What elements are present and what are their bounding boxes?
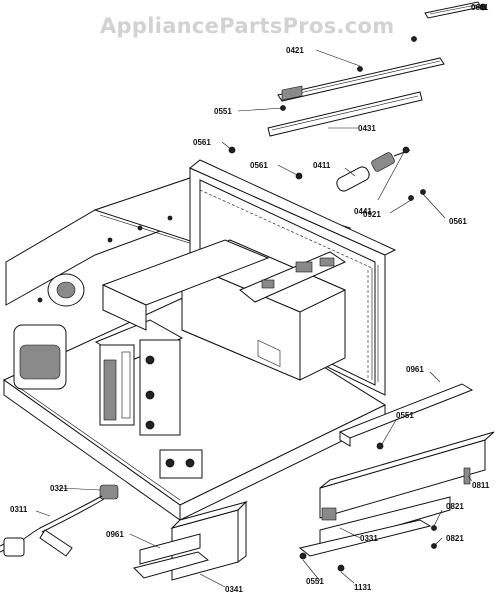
label-0561-left: 0561 xyxy=(193,138,211,147)
lower-front-panel-0331 xyxy=(298,431,495,557)
cord-strain-relief-0321 xyxy=(99,484,119,500)
microwave-cabinet xyxy=(3,159,397,521)
label-0321: 0321 xyxy=(50,484,68,493)
rail-bracket-0421 xyxy=(277,36,445,102)
label-0821-upper: 0821 xyxy=(446,502,464,511)
screw-0441 xyxy=(402,146,410,154)
label-1131: 1131 xyxy=(354,583,372,592)
label-0421: 0421 xyxy=(286,46,304,55)
label-0821-lower: 0821 xyxy=(446,534,464,543)
screw-0821-upper xyxy=(431,525,437,531)
label-0551-bottom: 0551 xyxy=(306,577,324,586)
label-0561-center: 0561 xyxy=(250,161,268,170)
screw-0611 xyxy=(479,3,487,11)
label-0331: 0331 xyxy=(360,534,378,543)
label-0561-right: 0561 xyxy=(449,217,467,226)
label-0441: 0441 xyxy=(354,207,372,216)
right-base-rail-0961 xyxy=(338,383,474,447)
label-0341: 0341 xyxy=(225,585,243,594)
screw-0561-right xyxy=(420,189,426,195)
screw-0551-mid xyxy=(376,442,384,450)
clip-0811 xyxy=(463,467,471,485)
power-cord-0311 xyxy=(0,495,105,557)
latch-assembly-0411 xyxy=(336,149,411,192)
label-0961-left: 0961 xyxy=(106,530,124,539)
hinge-bar-0431 xyxy=(267,85,423,137)
leader-lines xyxy=(35,5,481,588)
label-0921: 0921 xyxy=(363,210,381,219)
screw-1131 xyxy=(337,564,345,572)
label-0311: 0311 xyxy=(10,505,28,514)
label-0551-mid: 0551 xyxy=(396,411,414,420)
label-0411: 0411 xyxy=(313,161,331,170)
label-0811: 0811 xyxy=(472,481,490,490)
screw-0921 xyxy=(408,195,414,201)
screw-0551-bottom xyxy=(299,552,307,560)
label-0551-top: 0551 xyxy=(214,107,232,116)
label-0611: 0611 xyxy=(471,3,489,12)
foot-strip-0961 xyxy=(133,533,210,579)
label-0961-right: 0961 xyxy=(406,365,424,374)
label-0431: 0431 xyxy=(358,124,376,133)
watermark-text: AppliancePartsPros.com xyxy=(100,14,394,38)
